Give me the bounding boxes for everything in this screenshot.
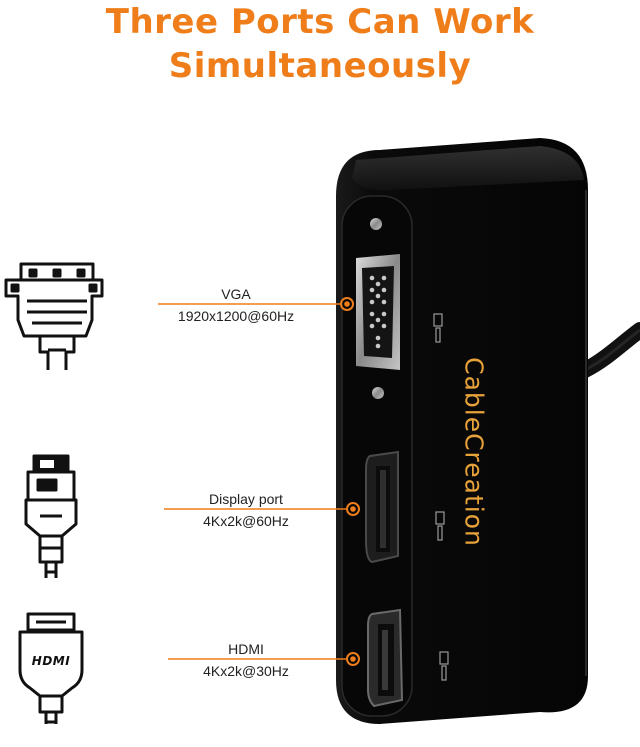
displayport-label: Display port	[176, 489, 316, 509]
hdmi-port	[367, 608, 404, 708]
hdmi-connector-icon	[18, 612, 84, 724]
displayport-port	[365, 450, 399, 564]
headline-line-2: Simultaneously	[168, 46, 472, 86]
vga-name: VGA	[221, 286, 251, 302]
hdmi-name: HDMI	[228, 641, 264, 657]
brand-logo: CableCreation	[459, 357, 489, 547]
headline: Three Ports Can Work Simultaneously	[0, 0, 640, 88]
hdmi-label: HDMI	[176, 639, 316, 659]
vga-connector-icon	[4, 262, 104, 370]
usb-cable	[577, 322, 640, 378]
port-marks	[433, 313, 449, 681]
displayport-spec: 4Kx2k@60Hz	[203, 513, 289, 529]
vga-port	[356, 254, 400, 370]
displayport-spec-label: 4Kx2k@60Hz	[176, 511, 316, 531]
headline-line-1: Three Ports Can Work	[105, 2, 535, 42]
vga-label: VGA	[164, 284, 308, 304]
hdmi-spec-label: 4Kx2k@30Hz	[176, 661, 316, 681]
hdmi-logo-text: HDMI	[31, 654, 71, 668]
displayport-name: Display port	[209, 491, 283, 507]
vga-spec-label: 1920x1200@60Hz	[160, 306, 312, 326]
callout-lines	[158, 297, 360, 666]
screw-top	[370, 218, 382, 230]
screw-bottom	[372, 387, 384, 399]
vga-spec: 1920x1200@60Hz	[177, 308, 295, 324]
hdmi-spec: 4Kx2k@30Hz	[203, 663, 289, 679]
displayport-connector-icon	[24, 454, 78, 578]
